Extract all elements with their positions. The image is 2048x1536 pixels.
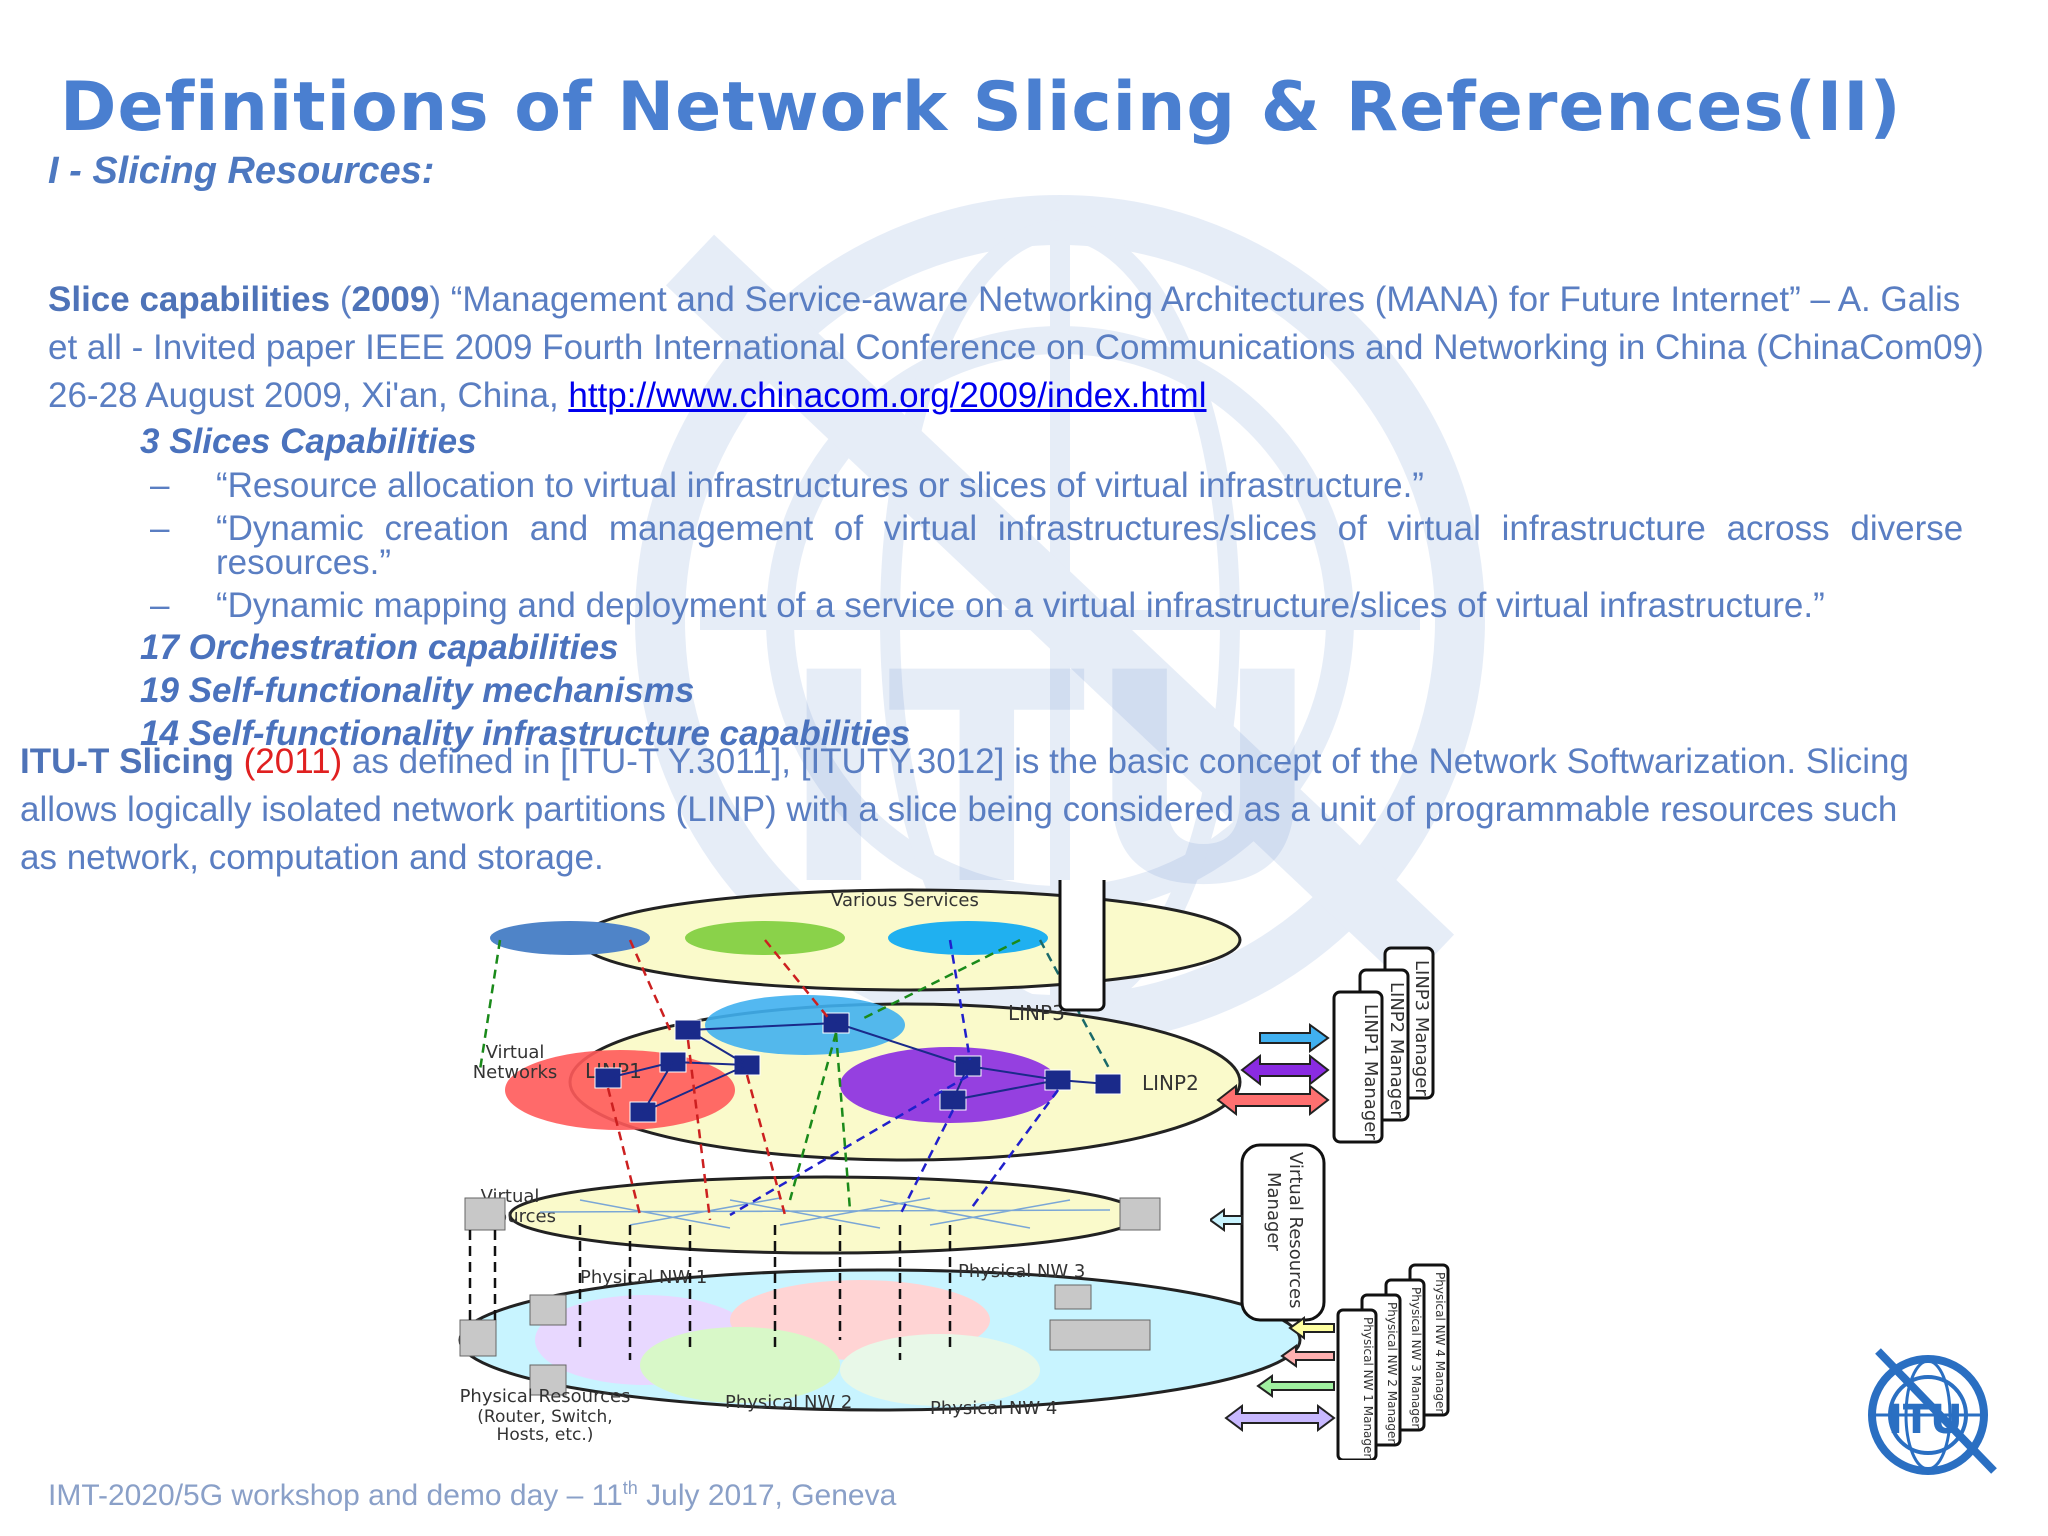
- slice-caps-line-1: Slice capabilities (2009) “Management an…: [48, 280, 1961, 319]
- bullet-dash: –: [150, 509, 170, 548]
- service-1: [490, 921, 650, 955]
- vr-manager-label-2: Manager: [1263, 1172, 1284, 1251]
- slice-caps-label: Slice capabilities: [48, 280, 331, 319]
- physical-nw2-label: Physical NW 2: [725, 1392, 852, 1413]
- itut-label: ITU-T Slicing: [20, 742, 234, 781]
- mapping-lines: [478, 938, 1112, 1221]
- service-3: [888, 921, 1048, 955]
- chinacom-link[interactable]: http://www.chinacom.org/2009/index.html: [568, 376, 1207, 415]
- vr-manager-label: Virtual Resources: [1285, 1152, 1306, 1308]
- physical-nw2-manager-label: Physical NW 2 Manager: [1385, 1302, 1399, 1443]
- physical-nw3-label: Physical NW 3: [958, 1261, 1085, 1282]
- linp-manager-arrows: [1216, 1023, 1330, 1117]
- linp1-manager-box: [1332, 990, 1384, 1144]
- physical-nw3-manager-label: Physical NW 3 Manager: [1409, 1287, 1423, 1428]
- linp3-manager-label: LINP3 Manager: [1411, 960, 1432, 1096]
- itut-year: (2011): [243, 742, 343, 781]
- vr-manager-box: [1240, 1143, 1326, 1322]
- footer-event: IMT-2020/5G workshop and demo day – 11: [48, 1479, 623, 1512]
- physical-nw1-label: Physical NW 1: [580, 1267, 707, 1288]
- linp2-manager-label: LINP2 Manager: [1386, 982, 1407, 1118]
- self-functionality-infrastructure: 14 Self-functionality infrastructure cap…: [140, 714, 911, 753]
- vr-manager-arrow: [1210, 1208, 1243, 1232]
- itu-logo-text: ITU: [1888, 1397, 1963, 1443]
- itu-logo: ITU: [1868, 1348, 1997, 1475]
- various-services-label: Various Services: [831, 890, 979, 911]
- server-racks-virtual: [464, 1197, 1161, 1231]
- physical-nw4-manager-label: Physical NW 4 Manager: [1433, 1272, 1447, 1413]
- physical-resources-label-2: (Router, Switch,: [477, 1407, 612, 1427]
- network-slicing-diagram: Various Services LINP1 LINP2 LINP3 Virtu…: [458, 880, 1302, 1445]
- cap-item-2: “Dynamic creation and management of virt…: [216, 509, 1964, 548]
- bullet-dash: –: [150, 466, 170, 505]
- cap-item-3: “Dynamic mapping and deployment of a ser…: [216, 586, 1825, 625]
- section-subtitle: I - Slicing Resources:: [48, 150, 435, 192]
- managers-panel: LINP3 Manager LINP2 Manager LINP1 Manage…: [1210, 946, 1450, 1460]
- service-2: [685, 921, 845, 955]
- physical-nw1-manager-box: [1336, 1308, 1378, 1460]
- physical-nw4-cloud: [840, 1334, 1040, 1406]
- virtual-networks-label-2: Networks: [473, 1062, 558, 1083]
- slice-caps-line-3: 26-28 August 2009, Xi'an, China, http://…: [48, 376, 1207, 416]
- cap-item-2-cont: resources.”: [216, 543, 392, 582]
- self-functionality-mechanisms: 19 Self-functionality mechanisms: [140, 671, 695, 710]
- physical-nw4-label: Physical NW 4: [930, 1398, 1057, 1419]
- orchestration-caps: 17 Orchestration capabilities: [140, 628, 619, 667]
- page-title: Definitions of Network Slicing & Referen…: [60, 68, 1902, 147]
- footer-sup: th: [622, 1478, 638, 1498]
- itut-definition: as defined in [ITU-T Y.3011], [ITUTY.301…: [342, 742, 1909, 781]
- bullet-dash: –: [150, 586, 170, 625]
- itut-line-1: ITU-T Slicing (2011) as defined in [ITU-…: [20, 742, 1909, 782]
- physical-resources-label: Physical Resources: [460, 1386, 631, 1407]
- slice-caps-date-place: 26-28 August 2009, Xi'an, China,: [48, 376, 569, 415]
- linp2-label: LINP2: [1142, 1071, 1199, 1095]
- three-caps-heading: 3 Slices Capabilities: [140, 422, 477, 461]
- slice-caps-line-2: et all - Invited paper IEEE 2009 Fourth …: [48, 328, 1984, 367]
- footer: IMT-2020/5G workshop and demo day – 11th…: [48, 1478, 896, 1513]
- linp3-label: LINP3: [1008, 1001, 1065, 1025]
- cap-item-1: “Resource allocation to virtual infrastr…: [216, 466, 1424, 505]
- slice-caps-citation: “Management and Service-aware Networking…: [441, 280, 1961, 319]
- linp2-region: [840, 1047, 1060, 1123]
- footer-date-place: July 2017, Geneva: [637, 1479, 897, 1512]
- server-racks-physical: [459, 1284, 1151, 1396]
- slice-caps-year: 2009: [351, 280, 430, 319]
- virtual-resources-layer: [508, 1175, 1142, 1255]
- virtual-networks-label: Virtual: [486, 1042, 545, 1063]
- physical-nw1-manager-label: Physical NW 1 Manager: [1361, 1317, 1375, 1458]
- linp1-manager-label: LINP1 Manager: [1360, 1004, 1381, 1140]
- physical-manager-arrows: [1224, 1316, 1336, 1432]
- vr-to-physical-lines: [468, 1225, 952, 1360]
- itut-line-2: allows logically isolated network partit…: [20, 790, 1898, 829]
- itut-line-3: as network, computation and storage.: [20, 838, 604, 877]
- linp-managers: [1058, 880, 1106, 1012]
- physical-resources-label-3: Hosts, etc.): [497, 1425, 594, 1445]
